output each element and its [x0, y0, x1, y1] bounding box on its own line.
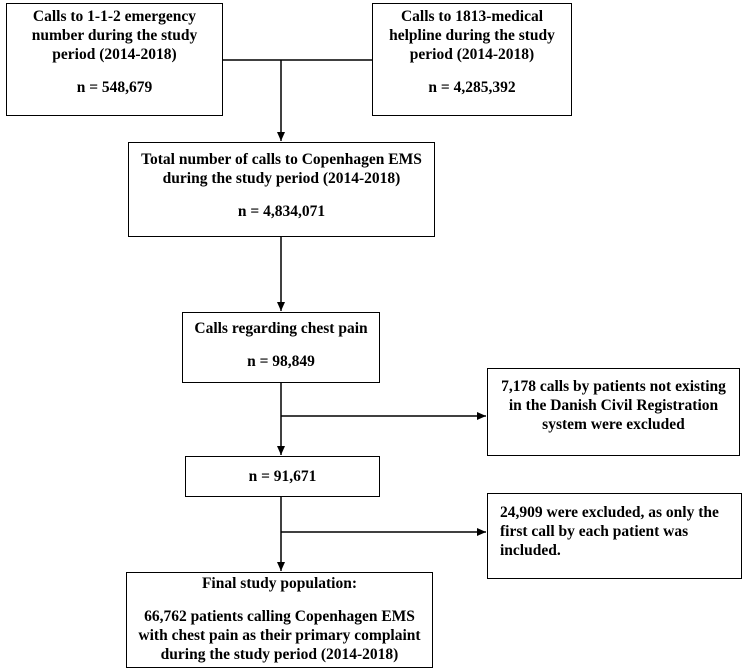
- final-population-title: Final study population:: [201, 575, 358, 592]
- box-chest-pain: Calls regarding chest pain n = 98,849: [182, 312, 380, 383]
- box-excluded-registry: 7,178 calls by patients not existing in …: [487, 368, 740, 456]
- emergency-calls-count: n = 548,679: [76, 78, 153, 96]
- box-emergency-calls: Calls to 1-1-2 emergency number during t…: [6, 3, 223, 116]
- excluded-repeat-text: 24,909 were excluded, as only the first …: [500, 504, 719, 559]
- box-helpline-calls: Calls to 1813-medical helpline during th…: [372, 3, 572, 116]
- helpline-calls-count: n = 4,285,392: [428, 78, 516, 96]
- helpline-calls-text: Calls to 1813-medical helpline during th…: [389, 8, 555, 63]
- chest-pain-count: n = 98,849: [247, 352, 315, 370]
- box-excluded-repeat: 24,909 were excluded, as only the first …: [487, 493, 742, 579]
- after-registry-count: n = 91,671: [248, 468, 317, 485]
- total-calls-text: Total number of calls to Copenhagen EMS …: [141, 151, 422, 187]
- box-total-calls: Total number of calls to Copenhagen EMS …: [128, 142, 435, 237]
- box-final-population: Final study population: 66,762 patients …: [126, 572, 433, 668]
- final-population-text: 66,762 patients calling Copenhagen EMS w…: [138, 607, 421, 663]
- chest-pain-text: Calls regarding chest pain: [194, 320, 368, 337]
- excluded-registry-text: 7,178 calls by patients not existing in …: [501, 378, 726, 433]
- box-after-registry: n = 91,671: [185, 456, 380, 497]
- emergency-calls-text: Calls to 1-1-2 emergency number during t…: [31, 8, 198, 63]
- total-calls-count: n = 4,834,071: [237, 202, 326, 220]
